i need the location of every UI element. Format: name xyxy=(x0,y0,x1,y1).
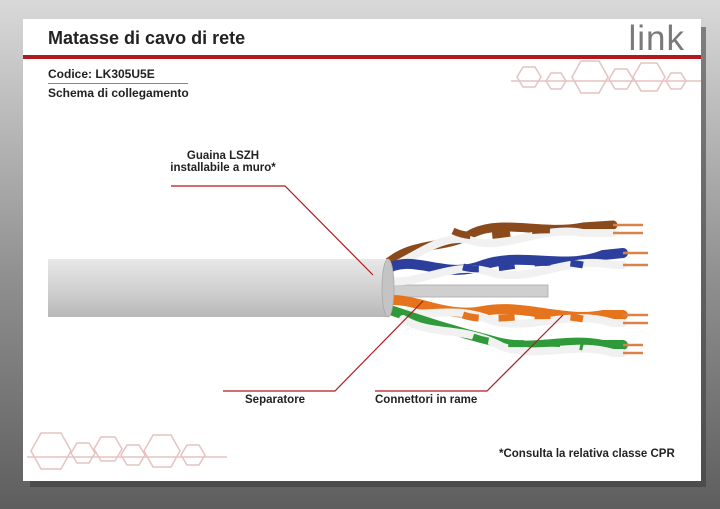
cable-jacket xyxy=(48,258,395,318)
blue-pair xyxy=(378,248,648,286)
separator-leader-line xyxy=(223,300,424,392)
cable-illustration xyxy=(48,185,648,392)
orange-pair xyxy=(378,295,648,328)
cpr-footnote: *Consulta la relativa classe CPR xyxy=(499,448,675,460)
green-pair xyxy=(388,306,643,357)
jacket-label: Guaina LSZH installabile a muro* xyxy=(163,150,283,174)
separator-label: Separatore xyxy=(245,394,306,406)
page-title: Matasse di cavo di rete xyxy=(48,28,246,48)
hexagon-decoration-bottom xyxy=(27,432,227,470)
jacket-label-line2: installabile a muro* xyxy=(170,162,276,174)
jacket-leader-line xyxy=(171,185,374,276)
hexagon-decoration-top xyxy=(511,60,701,94)
header-divider xyxy=(23,55,701,59)
slide-card: Matasse di cavo di rete link Codice: LK3… xyxy=(23,19,701,481)
brand-logo: link xyxy=(628,19,685,58)
code-underline xyxy=(48,83,188,84)
jacket-label-line1: Guaina LSZH xyxy=(186,150,260,162)
conductors-leader-line xyxy=(375,314,564,392)
product-code: Codice: LK305U5E xyxy=(48,67,155,81)
conductors-label: Connettori in rame xyxy=(375,394,478,406)
brown-pair xyxy=(378,220,643,275)
section-title: Schema di collegamento xyxy=(48,86,189,100)
